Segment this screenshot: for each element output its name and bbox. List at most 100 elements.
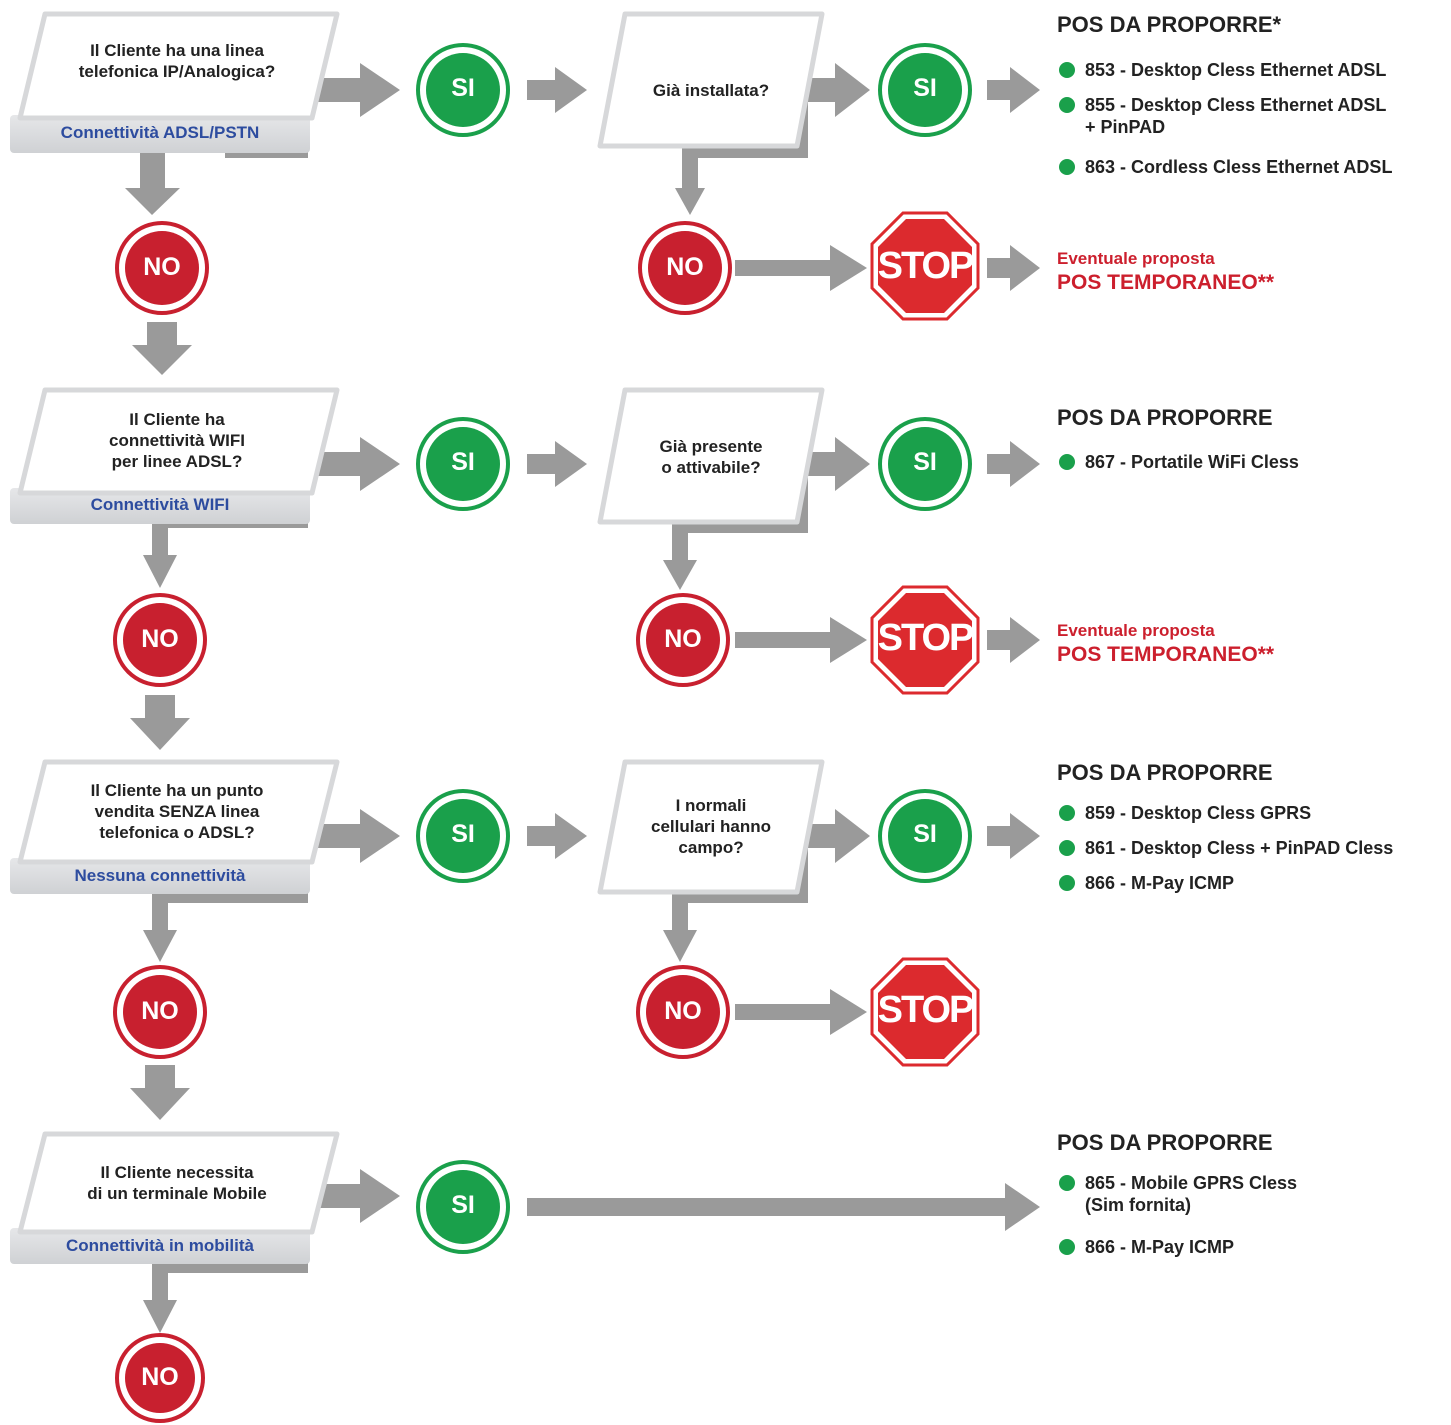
question-text-1: Il Cliente ha una linea telefonica IP/An… — [78, 41, 276, 81]
question-subtitle-4: Connettività in mobilità — [66, 1236, 254, 1255]
question-box-1-tab — [10, 115, 310, 153]
bullet-dot-icon — [1059, 159, 1075, 175]
question-box-4-tab — [10, 1228, 310, 1264]
result-item-1-1: 853 - Desktop Cless Ethernet ADSL — [1057, 59, 1386, 81]
flow-arrow-check3-to-si — [800, 809, 870, 863]
result-item-3-2: 861 - Desktop Cless + PinPAD Cless — [1057, 837, 1393, 859]
si-label-2: SI — [451, 448, 475, 476]
si-badge-1 — [426, 53, 500, 127]
bullet-dot-icon — [1059, 454, 1075, 470]
stop-label-3: STOP — [877, 989, 975, 1031]
flow-arrow-question3-down — [143, 930, 177, 962]
stop-label-2: STOP — [877, 617, 975, 659]
no-badge-1b — [648, 231, 722, 305]
flow-arrow-check1-to-si — [800, 63, 870, 117]
bullet-dot-icon — [1059, 840, 1075, 856]
flow-arrow-question2-down — [143, 555, 177, 588]
row-3-shapes — [10, 759, 1040, 1120]
row-4-shapes — [10, 1131, 1040, 1423]
flow-arrow-question4-to-si — [300, 1169, 400, 1223]
question-box-4 — [17, 1131, 340, 1235]
no-label-2b: NO — [664, 625, 702, 653]
si-badge-2b — [888, 427, 962, 501]
flow-arrow-stop2-to-note — [987, 617, 1040, 663]
flow-arrow-si4-to-result — [527, 1183, 1040, 1231]
no-label-1: NO — [143, 253, 181, 281]
result-item-1-3: 863 - Cordless Cless Ethernet ADSL — [1057, 156, 1392, 178]
flow-arrow-check1-down — [675, 188, 705, 215]
question-text-3: Il Cliente ha un punto vendita SENZA lin… — [90, 781, 264, 842]
result-heading-3: POS DA PROPORRE — [1057, 760, 1273, 785]
bullet-dot-icon — [1059, 805, 1075, 821]
no-badge-3 — [123, 975, 197, 1049]
si-badge-3 — [426, 799, 500, 873]
si-badge-1b — [888, 53, 962, 127]
result-item-4-1: 865 - Mobile GPRS Cless (Sim fornita) — [1057, 1172, 1297, 1216]
result-item-3-1: 859 - Desktop Cless GPRS — [1057, 802, 1311, 824]
question-box-3 — [17, 759, 340, 865]
flow-arrow-si2b-to-result — [987, 441, 1040, 487]
flow-arrow-no2-down — [130, 695, 190, 750]
si-badge-4 — [426, 1170, 500, 1244]
flow-arrow-stop1-to-note — [987, 245, 1040, 291]
si-label-1: SI — [451, 74, 475, 102]
flow-arrow-question3-to-si — [300, 809, 400, 863]
check-box-1 — [597, 11, 825, 149]
no-label-4: NO — [141, 1363, 179, 1391]
no-label-2: NO — [141, 625, 179, 653]
no-badge-3b — [646, 975, 720, 1049]
stop-note-1: Eventuale proposta POS TEMPORANEO** — [1057, 249, 1274, 295]
flow-arrow-si3b-to-result — [987, 813, 1040, 859]
bullet-dot-icon — [1059, 875, 1075, 891]
flow-arrow-question4-down — [143, 1300, 177, 1333]
result-item-1-2: 855 - Desktop Cless Ethernet ADSL + PinP… — [1057, 94, 1386, 138]
no-badge-2b — [646, 603, 720, 677]
stop-sign-2 — [878, 593, 972, 687]
stop-note-2: Eventuale proposta POS TEMPORANEO** — [1057, 621, 1274, 667]
no-label-3b: NO — [664, 997, 702, 1025]
result-heading-4: POS DA PROPORRE — [1057, 1130, 1273, 1155]
flow-arrow-no2b-to-stop — [735, 617, 867, 663]
flow-arrow-check3-down — [663, 930, 697, 962]
question-subtitle-3: Nessuna connettività — [74, 866, 246, 885]
question-box-2 — [17, 387, 340, 496]
result-item-4-2: 866 - M-Pay ICMP — [1057, 1236, 1234, 1258]
si-badge-2 — [426, 427, 500, 501]
flow-arrow-question2-to-si — [300, 437, 400, 491]
question-box-3-tab — [10, 858, 310, 894]
stop-note-2-line2: POS TEMPORANEO** — [1057, 643, 1275, 666]
no-label-1b: NO — [666, 253, 704, 281]
row-1-shapes — [10, 11, 1040, 375]
si-label-3: SI — [451, 820, 475, 848]
result-heading-1: POS DA PROPORRE* — [1057, 12, 1282, 37]
result-item-3-3: 866 - M-Pay ICMP — [1057, 872, 1234, 894]
check-text-1: Già installata? — [652, 81, 770, 100]
question-box-2-tab — [10, 488, 310, 524]
flow-arrow-no3b-to-stop — [735, 989, 867, 1035]
question-box-1 — [17, 11, 340, 121]
flow-arrow-no3-down — [130, 1065, 190, 1120]
flow-arrow-si1b-to-result — [987, 67, 1040, 113]
question-text-2: Il Cliente ha connettività WIFI per line… — [109, 410, 245, 471]
check-text-2: Già presente o attivabile? — [659, 437, 763, 477]
flow-arrow-no1b-to-stop — [735, 245, 867, 291]
si-label-3b: SI — [913, 820, 937, 848]
si-badge-3b — [888, 799, 962, 873]
result-item-2-1: 867 - Portatile WiFi Cless — [1057, 451, 1299, 473]
flow-arrow-no1-down — [132, 322, 192, 375]
flow-arrow-si1-to-check — [527, 67, 587, 113]
flow-arrow-question1-down — [125, 140, 180, 215]
stop-sign-3 — [878, 965, 972, 1059]
flow-arrow-question1-to-si — [300, 63, 400, 117]
bullet-dot-icon — [1059, 1175, 1075, 1191]
check-text-3: I normali cellulari hanno campo? — [651, 796, 771, 857]
no-badge-4 — [125, 1343, 195, 1413]
stop-sign-1 — [878, 219, 972, 313]
stop-note-1-line2: POS TEMPORANEO** — [1057, 271, 1275, 294]
si-label-4: SI — [451, 1191, 475, 1219]
row-2-shapes — [10, 387, 1040, 750]
check-box-3 — [597, 759, 825, 895]
question-text-4: Il Cliente necessita di un terminale Mob… — [87, 1163, 267, 1203]
si-label-1b: SI — [913, 74, 937, 102]
